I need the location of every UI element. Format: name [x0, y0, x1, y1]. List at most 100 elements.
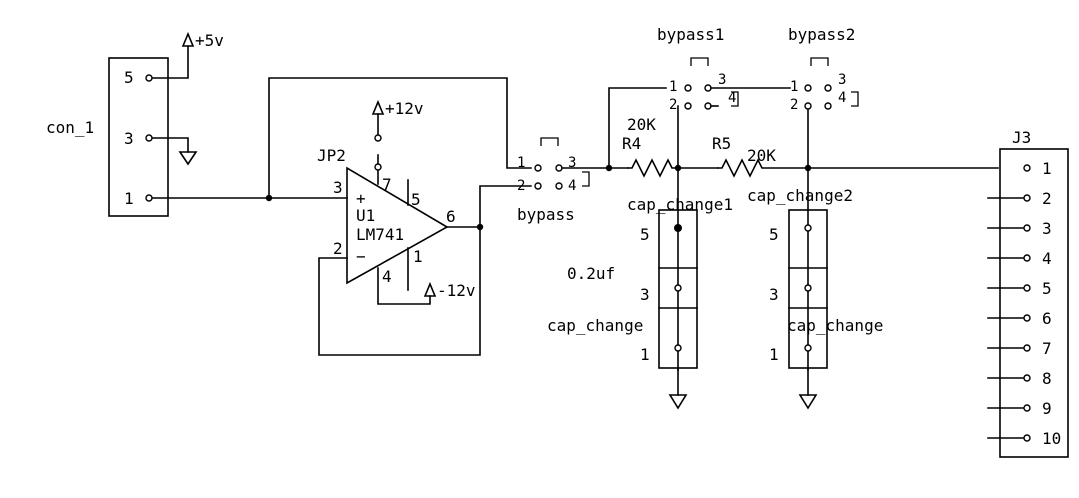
- con-1-pin-5-label: 5: [124, 68, 134, 87]
- opamp-pin-5: 5: [411, 190, 421, 209]
- bypass-pad-2: [534, 182, 542, 190]
- cap-value-label: 0.2uf: [567, 264, 615, 283]
- j3-pin-6-label: 6: [1042, 309, 1052, 328]
- bypass-pin-2: 2: [517, 178, 525, 194]
- j3-pin-4-label: 4: [1042, 249, 1052, 268]
- bypass2-pin-1: 1: [790, 79, 798, 95]
- j3-pin-1-label: 1: [1042, 159, 1052, 178]
- cap-change-2-label: cap_change2: [747, 186, 853, 205]
- opamp-pin-4: 4: [382, 267, 392, 286]
- bypass1-pad-1: [684, 84, 692, 92]
- cap-change-1-pin-1-label: 1: [640, 345, 650, 364]
- cap-change-2-bottom-label: cap_change: [787, 316, 883, 335]
- con-1-pin-1: [145, 194, 153, 202]
- jp2-pin-top: [374, 134, 382, 142]
- cap-change-1-pin-5-label: 5: [640, 225, 650, 244]
- power-arrow-icon: [371, 99, 385, 115]
- bypass2-pad-3: [824, 84, 832, 92]
- cap-change-1-pin-3-label: 3: [640, 285, 650, 304]
- resistor-r4-zigzag: [627, 158, 679, 178]
- cap-change-1-bottom-label: cap_change: [547, 316, 643, 335]
- bypass1-pin-1: 1: [669, 79, 677, 95]
- resistor-r5-zigzag: [717, 158, 809, 178]
- resistor-r4: 20K R4: [622, 115, 679, 178]
- bypass-side-bracket: [582, 171, 590, 187]
- j3-pin-8: [1023, 374, 1031, 382]
- wire-to-bypass1: [608, 87, 667, 169]
- supply-12v: +12v: [371, 99, 424, 185]
- j3-body: [999, 148, 1069, 458]
- bypass-pin-1: 1: [517, 155, 525, 171]
- opamp-plus-sign: +: [356, 189, 366, 208]
- bypass1-pad-3: [704, 84, 712, 92]
- bypass1-jumper: bypass1 1 2 3 4: [657, 25, 739, 113]
- cap-change-2-pin-3: [804, 284, 812, 292]
- cap-change-2-pin-5-label: 5: [769, 225, 779, 244]
- j3-pin-5: [1023, 284, 1031, 292]
- cap-change-1-label: cap_change1: [627, 195, 733, 214]
- con-1-connector: con_1 5 3 1: [46, 57, 169, 217]
- ground-icon: [798, 394, 818, 410]
- con-1-pin-3: [145, 134, 153, 142]
- wire-gnd-con-1: [152, 137, 189, 153]
- cap-change-1-pin-1: [674, 344, 682, 352]
- bypass1-pad-4: [704, 102, 712, 110]
- cap-change-1-pin-5: [674, 224, 682, 232]
- j3-pin-9: [1023, 404, 1031, 412]
- cap-change-1-pin-3: [674, 284, 682, 292]
- bypass-pad-1: [534, 164, 542, 172]
- bypass2-pin-4: 4: [838, 90, 846, 106]
- r4-value: 20K: [627, 115, 656, 134]
- r5-ref: R5: [712, 134, 731, 153]
- opamp-minus-sign: −: [356, 247, 366, 266]
- opamp-body: [346, 166, 449, 285]
- bypass1-label: bypass1: [657, 25, 724, 44]
- j3-pin-2: [1023, 194, 1031, 202]
- wire-neg12v: [377, 267, 431, 305]
- supply-neg12v: -12v: [377, 267, 476, 305]
- bypass-jumper: 1 2 3 4 bypass: [517, 137, 590, 224]
- ground-icon: [178, 151, 198, 166]
- bypass-pin-4: 4: [568, 178, 576, 194]
- jp2-pin-bottom: [374, 163, 382, 171]
- opamp-part: LM741: [356, 225, 404, 244]
- bypass2-side-bracket: [851, 91, 859, 107]
- con-1-body: [108, 57, 169, 217]
- ground-con-1: [152, 137, 198, 166]
- bypass2-pad-1: [804, 84, 812, 92]
- supply-5v-label: +5v: [195, 31, 224, 50]
- bypass-label: bypass: [517, 205, 575, 224]
- supply-12v-label: +12v: [385, 99, 424, 118]
- bypass1-pad-2: [684, 102, 692, 110]
- cap-change-1: cap_change1 cap_change 5 3 1: [547, 195, 733, 369]
- jumper-label: JP2: [317, 146, 346, 165]
- supply-neg12v-label: -12v: [437, 281, 476, 300]
- j3-pin-9-label: 9: [1042, 399, 1052, 418]
- resistor-r5: R5 20K: [712, 134, 809, 178]
- bypass2-pin-2: 2: [790, 97, 798, 113]
- opamp-u1: + − U1 LM741 JP2 3 2 6 7 5 4 1: [317, 146, 456, 291]
- bypass2-bracket: [810, 57, 829, 66]
- bypass1-side-bracket: [731, 91, 739, 107]
- con-1-label: con_1: [46, 118, 94, 137]
- bypass-pad-3: [555, 164, 563, 172]
- j3-pin-4: [1023, 254, 1031, 262]
- opamp-pin-7: 7: [382, 175, 392, 194]
- power-arrow-icon: [423, 281, 437, 297]
- cap-change-2-pin-3-label: 3: [769, 285, 779, 304]
- j3-pin-7-label: 7: [1042, 339, 1052, 358]
- j3-pin-10: [1023, 434, 1031, 442]
- ground-icon: [668, 394, 688, 410]
- bypass2-jumper: bypass2 1 2 3 4: [788, 25, 859, 113]
- j3-pin-2-label: 2: [1042, 189, 1052, 208]
- j3-connector: J3 1 2 3 4 5 6 7 8 9 10: [987, 128, 1069, 458]
- j3-pin-1: [1023, 164, 1031, 172]
- power-arrow-icon: [181, 31, 195, 47]
- supply-5v: +5v: [152, 31, 224, 79]
- cap-change-2: cap_change2 cap_change 5 3 1: [747, 186, 883, 369]
- bypass1-bracket: [690, 57, 709, 66]
- con-1-pin-3-label: 3: [124, 129, 134, 148]
- j3-pin-8-label: 8: [1042, 369, 1052, 388]
